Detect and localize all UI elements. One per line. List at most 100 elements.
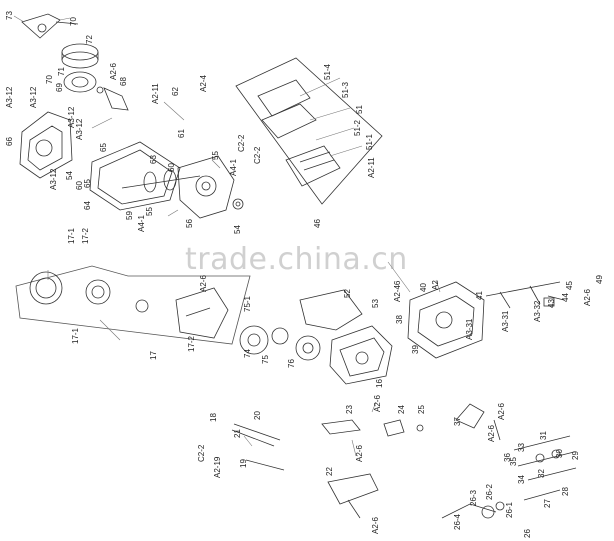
callout-68: 68: [119, 77, 128, 86]
callout-51-1: 51-1: [365, 133, 374, 150]
callout-63: 63: [149, 155, 158, 164]
callout-a2: A2: [431, 280, 440, 290]
callout-25: 25: [417, 405, 426, 414]
callout-65: 65: [83, 179, 92, 188]
cylinder-block-part: [329, 325, 393, 385]
callout-32: 32: [537, 469, 546, 478]
callout-34: 34: [517, 475, 526, 484]
callout-59: 59: [125, 211, 134, 220]
callout-a3-12e: A3-12: [49, 168, 58, 190]
callout-52: 52: [343, 289, 352, 298]
camshaft-part: [441, 501, 505, 519]
callout-a2-6g: A2-6: [487, 425, 496, 442]
callout-a2-46: A2-46: [393, 280, 402, 302]
callout-69: 69: [55, 83, 64, 92]
callout-c2-2b: C2-2: [253, 146, 262, 164]
callout-66: 66: [5, 137, 14, 146]
callout-17-1b: 17-1: [71, 327, 80, 344]
callout-20: 20: [253, 411, 262, 420]
governor-arm-part: [455, 403, 501, 441]
callout-c2-2: C2-2: [237, 134, 246, 152]
callout-55: 55: [211, 151, 220, 160]
callout-53: 53: [371, 299, 380, 308]
callout-18: 18: [209, 413, 218, 422]
callout-a2-6: A2-6: [109, 63, 118, 80]
callout-73: 73: [5, 11, 14, 20]
callout-16: 16: [375, 379, 384, 388]
callout-30: 30: [555, 449, 564, 458]
callout-a2-6e: A2-6: [355, 445, 364, 462]
fuel-tank-part: [299, 289, 363, 331]
callout-37: 37: [453, 417, 462, 426]
callout-51-2: 51-2: [353, 119, 362, 136]
crankshaft-part: [121, 169, 201, 193]
callout-a3-12a: A3-12: [5, 86, 14, 108]
callout-74: 74: [243, 349, 252, 358]
callout-a2-19: A2-19: [213, 456, 222, 478]
callout-54: 54: [65, 171, 74, 180]
callout-70b: 70: [45, 75, 54, 84]
callout-75-1: 75-1: [243, 295, 252, 312]
callout-a3-32: A3-32: [533, 300, 542, 322]
leader-lines: [13, 15, 441, 457]
callout-64: 64: [83, 201, 92, 210]
oil-alert-part: [321, 419, 424, 437]
callout-a2-6h: A2-6: [497, 403, 506, 420]
watermark-text: trade.china.cn: [185, 242, 408, 277]
callout-46: 46: [313, 219, 322, 228]
gasket-part: [89, 141, 181, 211]
callout-44: 44: [561, 293, 570, 302]
callout-45: 45: [565, 281, 574, 290]
callout-17-2: 17-2: [81, 227, 90, 244]
callout-55b: 55: [145, 207, 154, 216]
callout-62: 62: [171, 87, 180, 96]
muffler-assembly-box: [235, 57, 383, 205]
callout-41: 41: [475, 291, 484, 300]
cylinder-head-part: [407, 281, 485, 359]
callout-72: 72: [85, 35, 94, 44]
callout-49: 49: [595, 275, 604, 284]
callout-60b: 60: [167, 163, 176, 172]
callout-65b: 65: [99, 143, 108, 152]
callout-a2-11b: A2-11: [367, 157, 376, 178]
bearing-part: [232, 198, 244, 210]
callout-a2-6b: A2-6: [199, 275, 208, 292]
callout-26-4: 26-4: [453, 513, 462, 530]
callout-71: 71: [57, 67, 66, 76]
callout-a2-6c: A2-6: [583, 289, 592, 306]
callout-a4-1b: A4-1: [137, 215, 146, 232]
callout-51-4: 51-4: [323, 63, 332, 80]
callout-c2-2c: C2-2: [197, 444, 206, 462]
callout-26-1: 26-1: [505, 501, 514, 518]
dipstick-part: [327, 473, 379, 519]
callout-23: 23: [345, 405, 354, 414]
crankcase-cover-part: [19, 111, 73, 179]
callout-38: 38: [395, 315, 404, 324]
callout-a3-31: A3-31: [465, 318, 474, 340]
callout-a2-6d: A2-6: [373, 395, 382, 412]
valve-train-part: [513, 435, 577, 501]
callout-54b: 54: [233, 225, 242, 234]
callout-a2-4: A2-4: [199, 75, 208, 92]
callout-a2-6f: A2-6: [371, 517, 380, 534]
callout-43: 43: [547, 299, 556, 308]
callout-31: 31: [539, 431, 548, 440]
callout-26: 26: [523, 529, 532, 538]
callout-21: 21: [233, 429, 242, 438]
callout-61: 61: [177, 129, 186, 138]
callout-35: 35: [509, 457, 518, 466]
callout-a3-12d: A3-12: [75, 118, 84, 140]
recoil-starter-group: [15, 265, 251, 345]
crankcase-part: [177, 155, 235, 219]
callout-75: 75: [261, 355, 270, 364]
callout-39: 39: [411, 345, 420, 354]
callout-a2-11: A2-11: [151, 83, 160, 104]
callout-33: 33: [517, 443, 526, 452]
callout-70: 70: [69, 17, 78, 26]
callout-24: 24: [397, 405, 406, 414]
carburetor-ring-part: [61, 43, 99, 93]
callout-26-2: 26-2: [485, 483, 494, 500]
callout-26-3: 26-3: [469, 489, 478, 506]
callout-a3-31b: A3-31: [501, 310, 510, 332]
